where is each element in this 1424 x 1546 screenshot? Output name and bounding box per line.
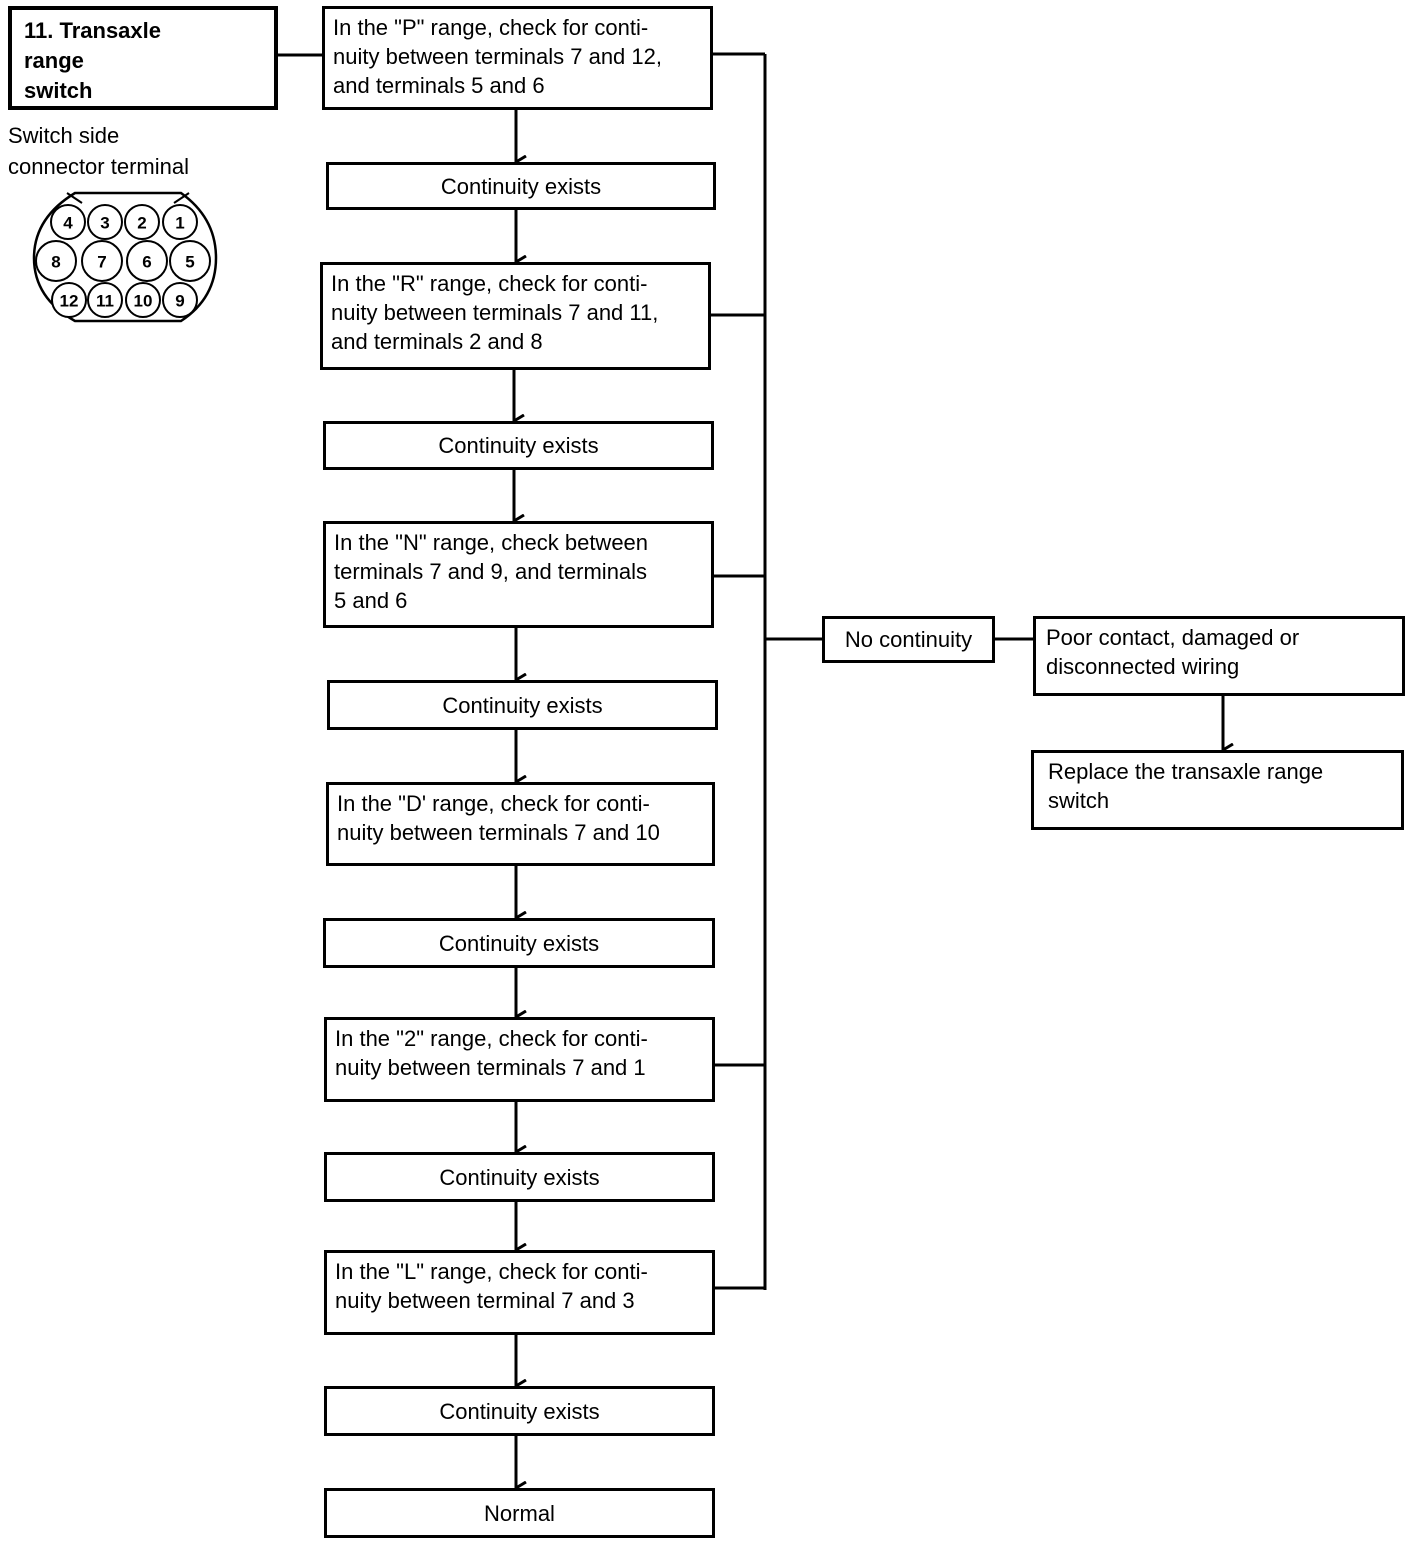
pin-6	[126, 240, 168, 282]
pin-label-3: 3	[100, 214, 109, 233]
pin-11	[87, 282, 123, 318]
continuity-exists-box-1: Continuity exists	[326, 162, 716, 210]
pin-8	[35, 240, 77, 282]
pin-3	[87, 204, 123, 240]
check-l-range-box: In the "L" range, check for conti- nuity…	[324, 1250, 715, 1335]
pin-label-7: 7	[97, 253, 106, 272]
check-r-range-box: In the "R" range, check for conti- nuity…	[320, 262, 711, 370]
pin-5	[169, 240, 211, 282]
pin-label-10: 10	[134, 292, 153, 311]
pin-label-11: 11	[96, 292, 114, 311]
pin-2	[124, 204, 160, 240]
pin-label-4: 4	[63, 214, 73, 233]
continuity-exists-box-3: Continuity exists	[327, 680, 718, 730]
pin-12	[51, 282, 87, 318]
continuity-exists-box-2: Continuity exists	[323, 421, 714, 470]
check-p-range-box: In the "P" range, check for conti- nuity…	[322, 6, 713, 110]
no-continuity-box: No continuity	[822, 616, 995, 663]
connector-caption: Switch side connector terminal	[8, 123, 189, 179]
continuity-exists-box-4: Continuity exists	[323, 918, 715, 968]
pin-7	[81, 240, 123, 282]
connector-diagram: 4 3 2 1 8 7 6 5 12 11 10 9	[32, 191, 218, 323]
pin-label-12: 12	[60, 292, 79, 311]
check-d-range-box: In the "D' range, check for conti- nuity…	[326, 782, 715, 866]
check-n-range-box: In the "N" range, check between terminal…	[323, 521, 714, 628]
normal-result-box: Normal	[324, 1488, 715, 1538]
continuity-exists-box-5: Continuity exists	[324, 1152, 715, 1202]
pin-9	[162, 282, 198, 318]
action-box: Replace the transaxle range switch	[1031, 750, 1404, 830]
pin-label-5: 5	[185, 253, 194, 272]
check-2-range-box: In the "2" range, check for conti- nuity…	[324, 1017, 715, 1102]
pin-4	[50, 204, 86, 240]
continuity-exists-box-6: Continuity exists	[324, 1386, 715, 1436]
pin-1	[162, 204, 198, 240]
pin-label-1: 1	[175, 214, 184, 233]
pin-label-6: 6	[142, 253, 151, 272]
pin-label-9: 9	[175, 292, 184, 311]
cause-box: Poor contact, damaged or disconnected wi…	[1033, 616, 1405, 696]
section-title: 11. Transaxle range switch	[8, 6, 278, 110]
pin-10	[125, 282, 161, 318]
pin-label-2: 2	[137, 214, 146, 233]
pin-label-8: 8	[51, 253, 60, 272]
